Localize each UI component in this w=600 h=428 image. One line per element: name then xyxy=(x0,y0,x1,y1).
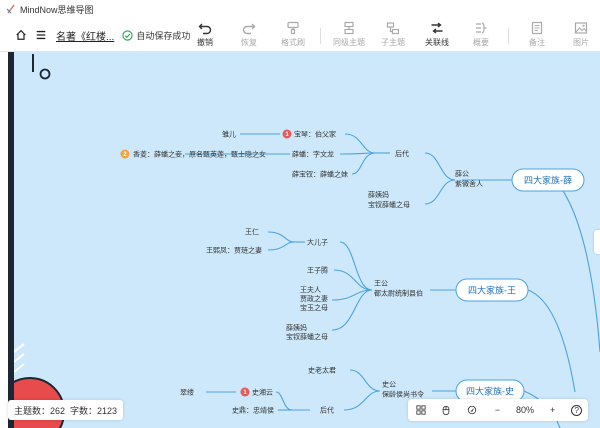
child-topic-button[interactable]: 子主题 xyxy=(375,21,411,49)
stats-bar: 主题数：262 字数：2123 xyxy=(8,400,124,420)
save-status: 自动保存成功 xyxy=(122,29,190,42)
xue-xiangling-node[interactable]: 2 香菱：薛蟠之妾，原名甄英莲，甄士隐之女 xyxy=(120,149,267,159)
svg-text:宝琴：伯父家: 宝琴：伯父家 xyxy=(294,130,336,139)
relation-line-button[interactable]: 关联线 xyxy=(419,21,455,49)
xue-chuner[interactable]: 雏儿 xyxy=(222,130,236,139)
xue-baochai[interactable]: 薛宝钗：薛蟠之妹 xyxy=(292,170,348,179)
undo-button[interactable]: 撤销 xyxy=(187,21,223,49)
toolbar: 名著《红楼... 自动保存成功 撤销 恢复 格式刷 同级主题 子主题 关联线 概… xyxy=(0,18,600,52)
locate-icon[interactable] xyxy=(465,403,479,417)
decoration-top xyxy=(32,54,51,80)
undo-icon xyxy=(198,23,212,35)
wang-wangziteng[interactable]: 王子腾 xyxy=(307,266,328,275)
summary-button[interactable]: 概要 xyxy=(463,21,499,49)
wang-xueyima-node[interactable]: 薛姨妈 宝钗薛蟠之母 xyxy=(286,323,328,341)
svg-text:史湘云: 史湘云 xyxy=(252,388,273,397)
zoom-level: 80% xyxy=(516,405,535,415)
redo-icon xyxy=(242,23,256,35)
wang-wangren[interactable]: 王仁 xyxy=(245,227,259,236)
wang-parent-top[interactable]: 王公 xyxy=(374,280,388,288)
number-badge xyxy=(120,149,130,159)
app-logo-icon xyxy=(6,4,15,14)
number-badge xyxy=(282,129,292,139)
svg-text:1: 1 xyxy=(285,132,289,138)
svg-text:贾政之妻: 贾政之妻 xyxy=(300,294,328,303)
shi-descendant[interactable]: 后代 xyxy=(320,406,334,415)
zoom-out-button[interactable]: − xyxy=(494,405,501,415)
redo-button[interactable]: 恢复 xyxy=(231,21,267,49)
wang-eldest[interactable]: 大儿子 xyxy=(307,238,328,247)
svg-text:薛姨妈: 薛姨妈 xyxy=(286,323,307,332)
mouse-icon[interactable] xyxy=(439,403,453,417)
save-status-text: 自动保存成功 xyxy=(136,30,191,41)
svg-text:四大家族-王: 四大家族-王 xyxy=(468,285,516,296)
note-button[interactable]: 备注 xyxy=(519,21,555,49)
svg-text:四大家族-史: 四大家族-史 xyxy=(466,386,514,397)
sibling-topic-button[interactable]: 同级主题 xyxy=(331,21,367,49)
format-painter-button[interactable]: 格式刷 xyxy=(275,21,311,49)
shi-shiding[interactable]: 史鼎：忠靖侯 xyxy=(232,406,274,415)
wang-wangxifeng[interactable]: 王熙凤：贾琏之妻 xyxy=(206,246,262,255)
format-painter-icon xyxy=(287,21,299,35)
relation-line-icon xyxy=(431,22,443,34)
svg-text:1: 1 xyxy=(243,390,247,396)
shi-parent-top[interactable]: 史公 xyxy=(382,380,396,389)
xue-parent-bottom[interactable]: 紫微舍人 xyxy=(455,179,483,188)
svg-text:宝玉之母: 宝玉之母 xyxy=(300,303,328,312)
xue-descendant[interactable]: 后代 xyxy=(395,149,409,158)
svg-text:2: 2 xyxy=(123,152,127,158)
grid-icon[interactable] xyxy=(414,403,428,417)
title-bar: MindNow思维导图 xyxy=(0,0,600,18)
help-icon[interactable]: ? xyxy=(571,404,583,416)
svg-text:王夫人: 王夫人 xyxy=(300,285,321,294)
left-margin xyxy=(0,52,8,428)
main-topic-wang[interactable]: 四大家族-王 xyxy=(455,278,529,302)
check-circle-icon xyxy=(122,29,133,41)
shi-grandma[interactable]: 史老太君 xyxy=(308,366,336,375)
left-decoration-stripe xyxy=(8,52,14,428)
summary-icon xyxy=(476,22,487,34)
xue-parent-top[interactable]: 薛公 xyxy=(455,169,469,178)
stats-text: 主题数：262 字数：2123 xyxy=(14,405,118,416)
xue-mother-bottom[interactable]: 宝钗薛蟠之母 xyxy=(368,200,410,209)
svg-text:四大家族-薛: 四大家族-薛 xyxy=(524,175,572,186)
shi-cuilv[interactable]: 翠缕 xyxy=(180,388,194,397)
number-badge xyxy=(240,387,250,397)
xue-mother-top[interactable]: 薛姨妈 xyxy=(368,190,389,199)
document-title[interactable]: 名著《红楼... xyxy=(56,31,115,43)
mindmap: 四大家族-薛 四大家族-王 四大家族-史 薛公 紫微舍人 后代 薛姨妈 宝钗薛蟠… xyxy=(0,54,600,428)
child-topic-icon xyxy=(386,22,400,35)
main-topic-xue[interactable]: 四大家族-薛 xyxy=(511,168,585,192)
xue-baoqin-node[interactable]: 1 宝琴：伯父家 xyxy=(282,129,337,139)
image-button[interactable]: 图片 xyxy=(563,21,599,49)
shi-xiangyun-node[interactable]: 1 史湘云 xyxy=(240,387,274,397)
wang-parent-bottom[interactable]: 都太尉统制县伯 xyxy=(374,289,423,298)
shi-parent-bottom[interactable]: 保龄侯尚书令 xyxy=(382,390,424,399)
toolbar-divider xyxy=(508,28,509,44)
zoom-in-button[interactable]: + xyxy=(549,405,556,415)
zoom-controls: − 80% + ? xyxy=(408,399,588,421)
toolbar-divider xyxy=(320,28,321,44)
right-panel-toggle[interactable] xyxy=(594,230,600,254)
xue-xuepan[interactable]: 薛蟠：字文龙 xyxy=(292,150,334,159)
svg-text:宝钗薛蟠之母: 宝钗薛蟠之母 xyxy=(286,332,328,341)
mindmap-canvas[interactable]: 四大家族-薛 四大家族-王 四大家族-史 薛公 紫微舍人 后代 薛姨妈 宝钗薛蟠… xyxy=(0,52,600,428)
note-icon xyxy=(531,21,543,35)
image-icon xyxy=(574,22,588,34)
menu-icon[interactable] xyxy=(34,28,48,42)
svg-text:香菱：薛蟠之妾，原名甄英莲，甄士隐之女: 香菱：薛蟠之妾，原名甄英莲，甄士隐之女 xyxy=(133,150,266,159)
wang-wangfuren-node[interactable]: 王夫人 贾政之妻 宝玉之母 xyxy=(300,285,328,312)
home-icon[interactable] xyxy=(14,28,28,42)
sibling-topic-icon xyxy=(344,21,354,35)
window-title: MindNow思维导图 xyxy=(20,4,94,15)
